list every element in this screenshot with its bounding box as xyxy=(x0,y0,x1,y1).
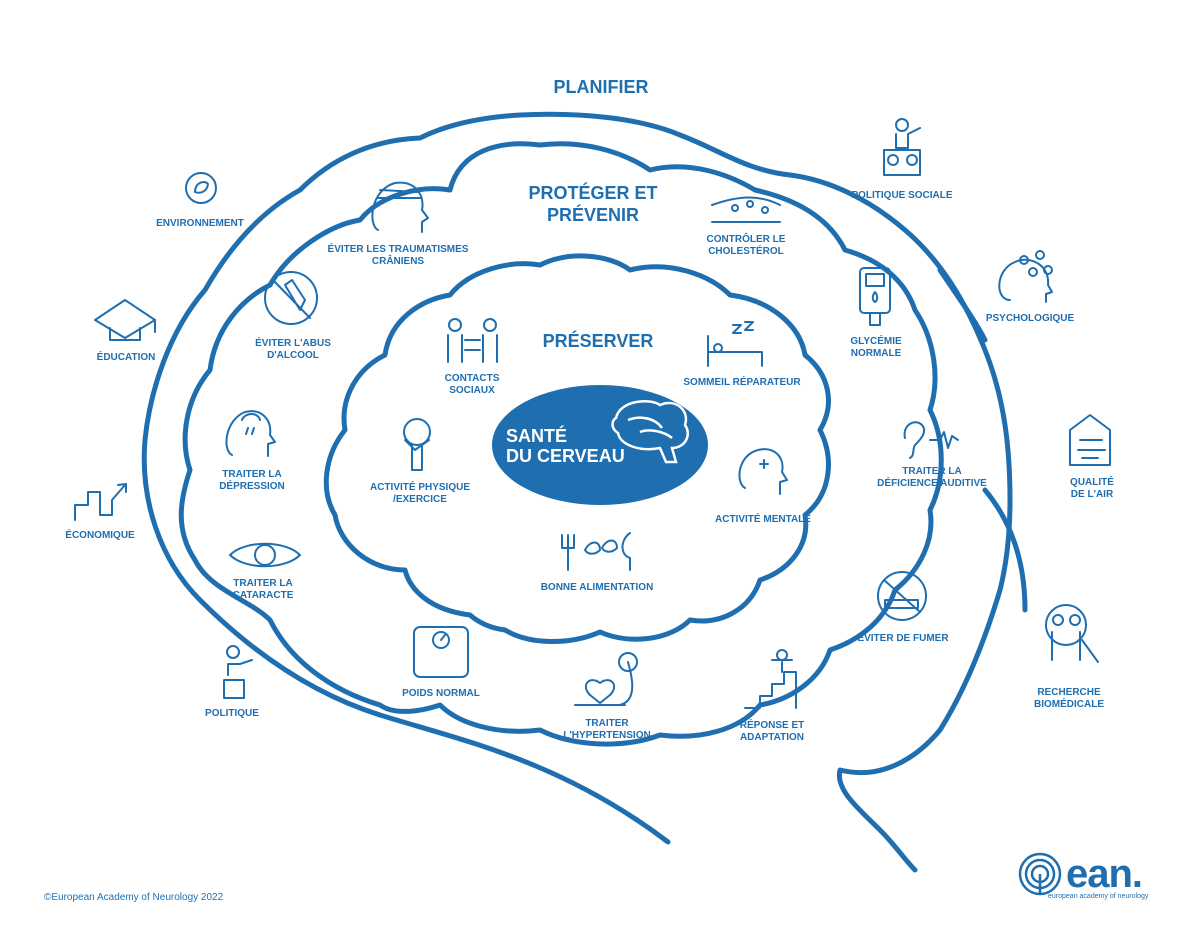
heading-planifier: PLANIFIER xyxy=(553,77,649,97)
label-cataracte: TRAITER LA CATARACTE xyxy=(232,578,294,601)
eye-icon xyxy=(229,542,301,568)
label-hypertension: TRAITER L'HYPERTENSION xyxy=(563,718,651,741)
label-economique: ÉCONOMIQUE xyxy=(65,530,135,541)
center-title: SANTÉ DU CERVEAU xyxy=(506,426,625,466)
ear-soundwave-icon xyxy=(903,421,959,459)
podium-speaker-icon xyxy=(223,645,253,699)
label-auditive: TRAITER LA DÉFICIENCE AUDITIVE xyxy=(877,466,987,489)
scale-icon xyxy=(413,626,469,678)
ean-logo-subtitle: european academy of neurology xyxy=(1048,893,1149,900)
label-depression: TRAITER LA DÉPRESSION xyxy=(219,469,285,492)
head-network-icon xyxy=(998,250,1053,303)
glucose-meter-icon xyxy=(859,267,891,326)
label-sommeil: SOMMEIL RÉPARATEUR xyxy=(683,377,801,388)
label-fumer: ÉVITER DE FUMER xyxy=(857,633,949,644)
right-top-curve xyxy=(937,267,988,343)
plate-cutlery-icon xyxy=(561,532,631,571)
label-activite-mentale: ACTIVITÉ MENTALE xyxy=(715,514,811,525)
recycle-leaf-icon xyxy=(185,172,217,204)
no-smoking-icon xyxy=(877,571,927,621)
label-alimentation: BONNE ALIMENTATION xyxy=(540,582,654,593)
label-environnement: ENVIRONNEMENT xyxy=(156,218,244,229)
no-alcohol-icon xyxy=(264,271,318,325)
label-activite-physique: ACTIVITÉ PHYSIQUE /EXERCICE xyxy=(369,482,471,505)
person-exercise-icon xyxy=(403,418,431,471)
people-exchange-icon xyxy=(447,318,498,363)
chart-growth-icon xyxy=(74,483,127,521)
label-alcool: ÉVITER L'ABUS D'ALCOOL xyxy=(255,338,331,361)
outer-brain-outline xyxy=(141,111,1013,873)
blood-pressure-heart-icon xyxy=(574,652,638,706)
label-politique-sociale: POLITIQUE SOCIALE xyxy=(851,190,953,201)
label-psychologique: PSYCHOLOGIQUE xyxy=(985,313,1075,324)
heading-preserver: PRÉSERVER xyxy=(542,331,654,351)
head-medical-cross-icon xyxy=(738,448,788,495)
ean-logo-text: ean. xyxy=(1066,852,1143,896)
middle-brain-outline xyxy=(178,141,944,747)
artery-icon xyxy=(711,196,781,223)
graduation-cap-icon xyxy=(94,299,156,341)
house-wind-icon xyxy=(1069,414,1111,466)
brain-icon xyxy=(611,400,689,464)
inner-brain-outline xyxy=(323,253,831,644)
label-recherche: RECHERCHE BIOMÉDICALE xyxy=(1034,687,1104,710)
people-magnifier-icon xyxy=(1045,604,1099,663)
copyright-text: ©European Academy of Neurology 2022 xyxy=(44,892,224,903)
label-qualite-air: QUALITÉ DE L'AIR xyxy=(1070,477,1114,500)
head-cloud-icon xyxy=(225,410,276,457)
right-lobe-curve xyxy=(982,487,1028,613)
ean-logo-icon xyxy=(1018,852,1062,896)
label-glycemie: GLYCÉMIE NORMALE xyxy=(850,336,902,359)
stairs-person-icon xyxy=(744,649,797,709)
heading-proteger: PROTÉGER ET PRÉVENIR xyxy=(528,183,658,225)
bed-sleep-icon xyxy=(707,321,763,367)
label-cholesterol: CONTRÔLER LE CHOLESTÉROL xyxy=(706,234,786,257)
label-politique: POLITIQUE xyxy=(205,708,259,719)
label-reponse: RÉPONSE ET ADAPTATION xyxy=(739,720,805,743)
label-poids: POIDS NORMAL xyxy=(402,688,480,699)
brain-health-ellipse xyxy=(492,385,708,505)
label-education: ÉDUCATION xyxy=(96,352,156,363)
bandaged-head-icon xyxy=(371,181,429,233)
audience-icon xyxy=(883,118,921,176)
label-contacts: CONTACTS SOCIAUX xyxy=(444,373,500,396)
label-traumatismes: ÉVITER LES TRAUMATISMES CRÂNIENS xyxy=(327,244,469,267)
